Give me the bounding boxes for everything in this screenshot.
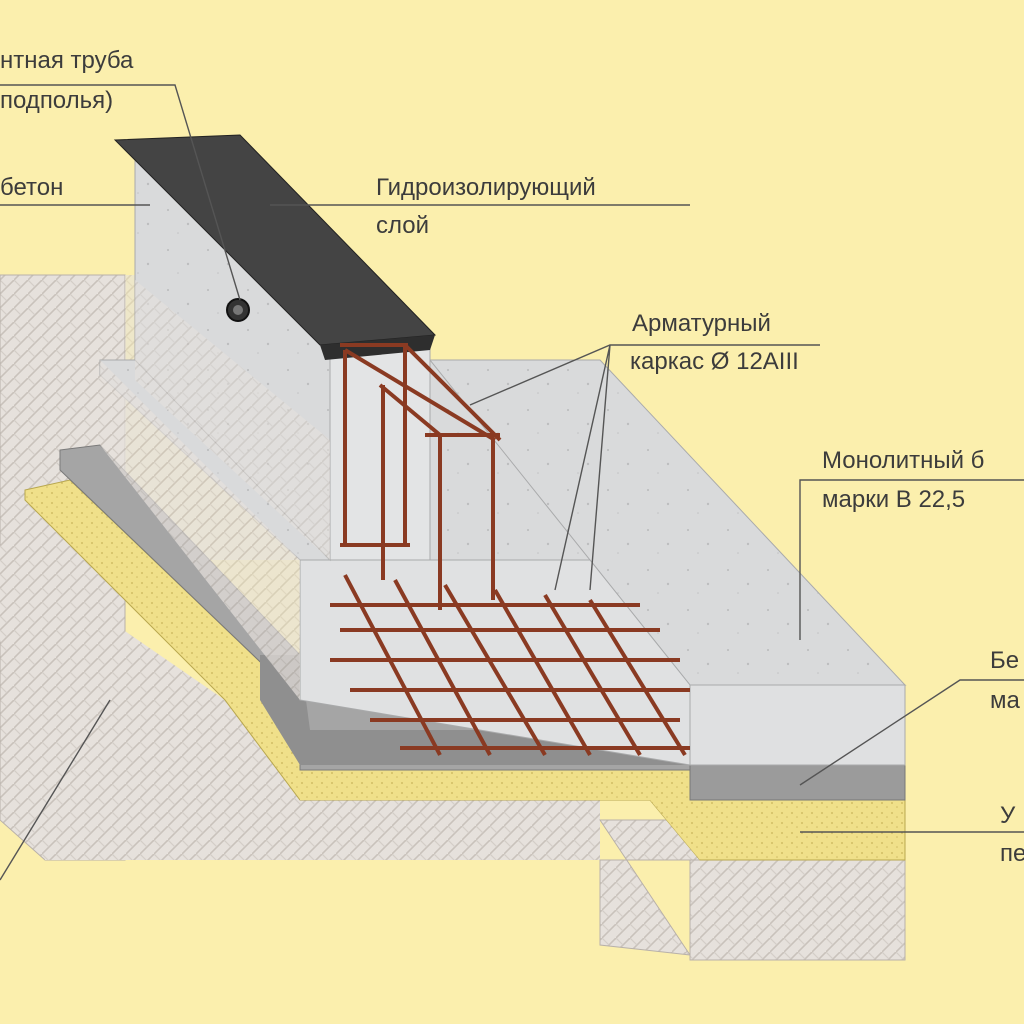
footing-right-face [689,684,906,766]
vent-pipe-label-1: нтная труба [0,47,134,74]
soil-block-right [689,859,906,961]
concrete-label: бетон [0,174,64,201]
footing-left-face [100,360,300,700]
monolithic-label-1: Монолитный б [822,447,985,474]
wall-soil-part [135,280,330,560]
rebar-label-1: Арматурный [632,310,771,337]
rebar-label-2: каркас Ø 12AIII [630,348,799,375]
lean-concrete-label-2: ма [990,687,1020,714]
sand-label-2: пе [1000,840,1024,867]
rebar-cage [340,343,502,610]
sand-label-1: У [1000,802,1016,829]
waterproof-label-1: Гидроизолирующий [376,174,596,201]
rebar-mesh [330,574,690,757]
soil-front [0,545,600,860]
lean-concrete-front [689,764,906,801]
vent-pipe-label-2: (подполья) [0,87,114,114]
monolithic-label-2: марки В 22,5 [822,486,966,513]
waterproof-label-2: слой [376,212,430,239]
lean-concrete-label-1: Бе [990,647,1020,674]
leader-lines [0,84,1024,881]
